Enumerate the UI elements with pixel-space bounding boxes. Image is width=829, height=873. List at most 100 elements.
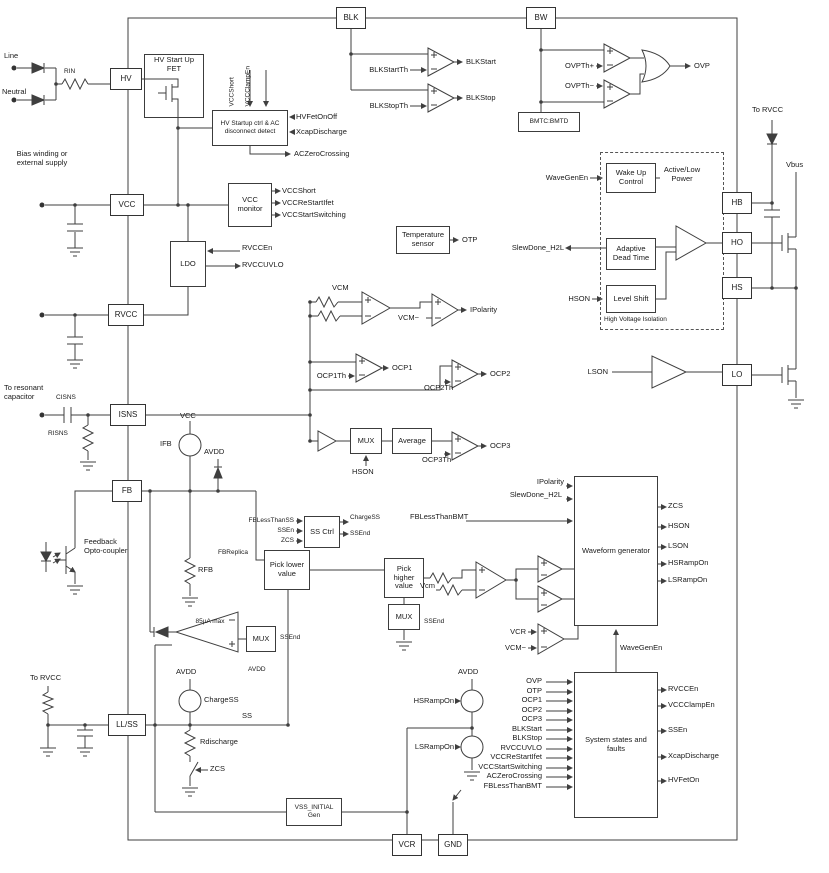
chargess-current-source-icon bbox=[178, 689, 202, 713]
label-hvfetonoff: HVFetOnOff bbox=[296, 112, 338, 121]
label-ssend-mux1: SSEnd bbox=[280, 634, 301, 641]
label-ssf-out-ssen: SSEn bbox=[668, 725, 688, 734]
ground-symbols bbox=[40, 247, 804, 797]
pin-vcr: VCR bbox=[392, 834, 422, 856]
label-to-rvcc-bottom: To RVCC bbox=[30, 673, 62, 682]
avdd-clamp-diode-icon bbox=[213, 466, 223, 479]
pin-rvcc: RVCC bbox=[108, 304, 144, 326]
label-ssf-in-fblessthanbmt: FBLessThanBMT bbox=[483, 781, 542, 790]
label-ovp: OVP bbox=[694, 61, 710, 70]
label-active-low-power: Active/Low Power bbox=[663, 165, 701, 183]
label-ocp3th: OCP3Th bbox=[422, 455, 452, 464]
wires bbox=[17, 29, 797, 834]
label-fblessthanbmt: FBLessThanBMT bbox=[410, 512, 469, 521]
block-pick-lower-value: Pick lower value bbox=[264, 550, 310, 590]
label-ssf-in-otp: OTP bbox=[526, 686, 542, 695]
label-blkstartth: BLKStartTh bbox=[369, 65, 408, 74]
block-hv-startup-fet: HV Start Up FET bbox=[144, 54, 204, 118]
label-vcr-cmp: VCR bbox=[510, 627, 526, 636]
block-vcc-monitor: VCC monitor bbox=[228, 183, 272, 227]
block-adaptive-dead-time: Adaptive Dead Time bbox=[606, 238, 656, 270]
label-avdd-mux1: AVDD bbox=[248, 666, 266, 673]
block-ss-ctrl: SS Ctrl bbox=[304, 516, 340, 548]
label-ipolarity-out: IPolarity bbox=[470, 305, 498, 314]
label-cisns: CISNS bbox=[56, 394, 76, 401]
label-rfb: RFB bbox=[198, 565, 213, 574]
label-vccshort: VCCShort bbox=[282, 186, 316, 195]
label-ssf-in-ovp: OVP bbox=[526, 676, 542, 685]
label-vcm-minus-2: VCM− bbox=[504, 643, 526, 652]
block-bmt: BMTC:BMTD bbox=[518, 112, 580, 132]
block-mux-ss: MUX bbox=[388, 604, 420, 630]
lo-driver-icon bbox=[651, 355, 688, 389]
label-wavegenen-left: WaveGenEn bbox=[545, 173, 588, 182]
pin-ho: HO bbox=[722, 232, 752, 254]
label-aczerocrossing-top: ACZeroCrossing bbox=[294, 149, 350, 158]
label-slewdone-wg: SlewDone_H2L bbox=[509, 490, 562, 499]
label-ssf-in-ocp3: OCP3 bbox=[521, 714, 542, 723]
label-blkstopth: BLKStopTh bbox=[369, 101, 408, 110]
label-ifb: IFB bbox=[160, 439, 172, 448]
label-wg-out-lsrampon: LSRampOn bbox=[668, 575, 708, 584]
label-ssf-in-vccrestartifet: VCCReStartIfet bbox=[490, 752, 542, 761]
label-vbus: Vbus bbox=[786, 160, 804, 169]
label-wavegenen-right: WaveGenEn bbox=[620, 643, 663, 652]
label-blkstop: BLKStop bbox=[466, 93, 496, 102]
terminals bbox=[11, 65, 45, 418]
hb-driver-icon bbox=[675, 225, 708, 261]
label-ssf-in-blkstop: BLKStop bbox=[512, 733, 542, 742]
block-wake-up-control: Wake Up Control bbox=[606, 163, 656, 193]
label-ssf-in-vccstartswitching: VCCStartSwitching bbox=[478, 762, 542, 771]
opto-led-icon bbox=[40, 551, 52, 563]
label-xcapdischarge-top: XcapDischarge bbox=[296, 127, 347, 136]
label-ssend-mux3: SSEnd bbox=[424, 618, 445, 625]
label-ssf-in-ocp1: OCP1 bbox=[521, 695, 542, 704]
label-to-resonant-capacitor: To resonant capacitor bbox=[4, 383, 44, 401]
label-avdd-ramp: AVDD bbox=[458, 667, 479, 676]
label-ovpth-minus: OVPTh− bbox=[565, 81, 594, 90]
pin-hb: HB bbox=[722, 192, 752, 214]
or-gate-icon bbox=[641, 49, 671, 83]
label-wg-out-hson: HSON bbox=[668, 521, 690, 530]
pin-isns: ISNS bbox=[110, 404, 146, 426]
label-chargess-out: ChargeSS bbox=[350, 514, 380, 521]
block-vss-initial-gen: VSS_INITIAL Gen bbox=[286, 798, 342, 826]
label-rdischarge: Rdischarge bbox=[200, 737, 238, 746]
pin-fb: FB bbox=[112, 480, 142, 502]
label-vcm-top: VCM bbox=[332, 283, 349, 292]
lsrampon-current-source-icon bbox=[460, 735, 484, 759]
label-wg-out-lson: LSON bbox=[668, 541, 689, 550]
resistor-symbols bbox=[41, 77, 463, 757]
pin-hs: HS bbox=[722, 277, 752, 299]
label-ipolarity-wg: IPolarity bbox=[536, 477, 564, 486]
block-level-shift: Level Shift bbox=[606, 285, 656, 313]
pin-hv: HV bbox=[110, 68, 142, 90]
label-ss: SS bbox=[242, 711, 253, 720]
label-ocp1th: OCP1Th bbox=[316, 371, 346, 380]
label-vccshort-vertical: VCCShort bbox=[228, 77, 236, 107]
label-ssf-out-vccclampen: VCCClampEn bbox=[668, 700, 715, 709]
label-hson-mux: HSON bbox=[352, 467, 374, 476]
label-vcm-small: Vcm bbox=[420, 581, 435, 590]
label-ovpth-plus: OVPTh+ bbox=[565, 61, 594, 70]
bootstrap-diode-icon bbox=[766, 133, 778, 146]
label-ocp2th: OCP2Th bbox=[424, 383, 454, 392]
label-ocp1: OCP1 bbox=[392, 363, 413, 372]
label-ssf-in-ocp2: OCP2 bbox=[521, 705, 542, 714]
amp-85ua-icon bbox=[174, 611, 239, 653]
label-vccrestartifet: VCCReStartIfet bbox=[282, 198, 334, 207]
label-hson-levelshift: HSON bbox=[568, 294, 590, 303]
label-ssf-out-rvccen: RVCCEn bbox=[668, 684, 699, 693]
label-blkstart: BLKStart bbox=[466, 57, 497, 66]
label-neutral: Neutral bbox=[2, 87, 27, 96]
label-feedback-optocoupler: Feedback Opto-coupler bbox=[84, 537, 128, 555]
label-lson: LSON bbox=[587, 367, 608, 376]
label-ssend-out: SSEnd bbox=[350, 530, 371, 537]
label-otp: OTP bbox=[462, 235, 478, 244]
label-ssen-in: SSEn bbox=[277, 527, 294, 534]
label-bias-supply: Bias winding or external supply bbox=[16, 149, 68, 167]
block-ldo: LDO bbox=[170, 241, 206, 287]
arrow-wires bbox=[52, 59, 691, 801]
